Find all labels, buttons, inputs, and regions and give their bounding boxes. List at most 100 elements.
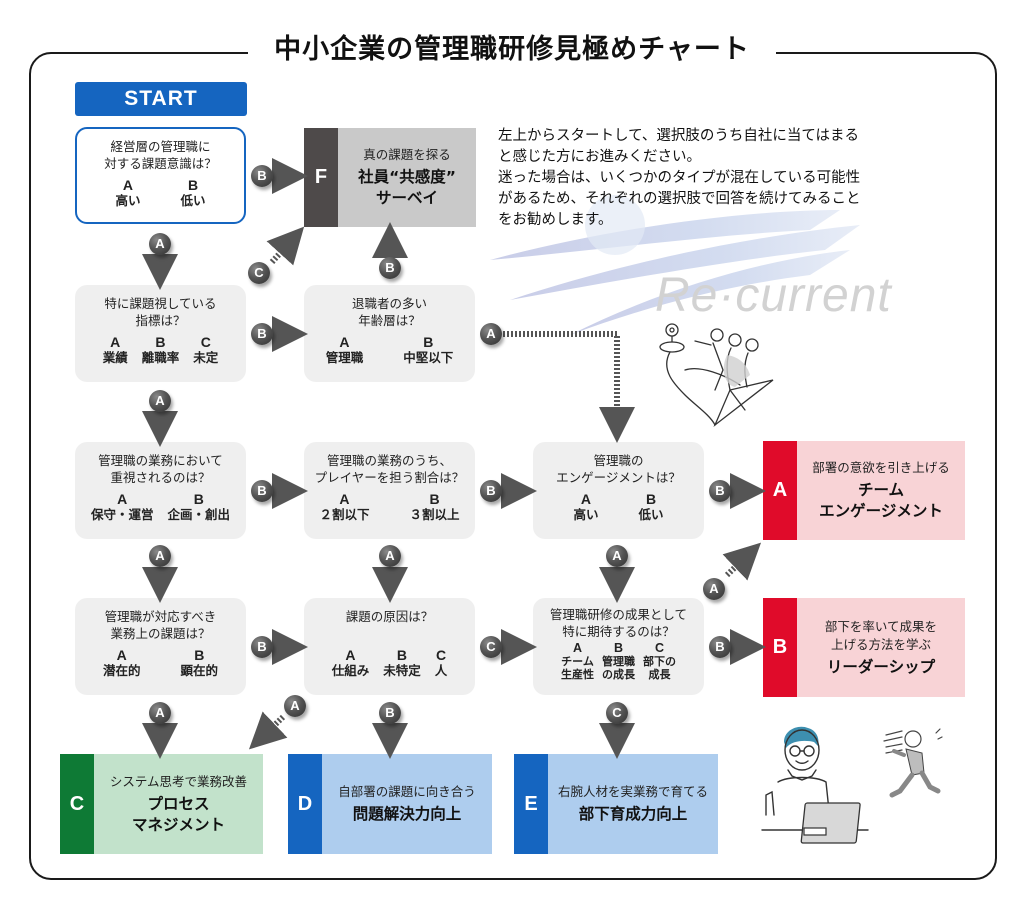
question-text	[304, 625, 475, 642]
question-text: 年齢層は？	[358, 313, 421, 328]
option-label: 管理職	[325, 350, 364, 365]
option-key: C	[654, 641, 665, 655]
badge-q8-a[interactable]: A	[284, 695, 306, 717]
result-subtitle: 部下を率いて成果を 上げる方法を学ぶ	[825, 618, 937, 654]
badge-q1-c[interactable]: C	[248, 262, 270, 284]
option-label: 顕在的	[180, 663, 219, 678]
result-key: C	[60, 754, 94, 854]
badge-q8-b[interactable]: B	[379, 702, 401, 724]
option-label: 未定	[193, 350, 219, 365]
result-subtitle: 真の課題を探る	[363, 147, 451, 162]
question-text: 対する課題意識は？	[104, 156, 217, 171]
start-label: START	[75, 82, 247, 116]
badge-q3-b[interactable]: B	[379, 257, 401, 279]
badge-q6-b[interactable]: B	[709, 480, 731, 502]
result-title-line: チーム	[857, 481, 905, 499]
badge-q9-a[interactable]: A	[703, 578, 725, 600]
logo-swoosh-icon	[490, 195, 860, 335]
result-title: 社員“共感度” サーベイ	[358, 167, 456, 209]
result-b: B 部下を率いて成果を 上げる方法を学ぶ リーダーシップ	[763, 598, 965, 697]
badge-q5-b[interactable]: B	[480, 480, 502, 502]
option-label: 離職率	[141, 350, 180, 365]
option-label: 未特定	[383, 663, 421, 678]
badge-q2-a[interactable]: A	[149, 390, 171, 412]
result-c: C システム思考で業務改善 プロセス マネジメント	[60, 754, 263, 854]
question-text: 業務上の課題は？	[110, 626, 211, 641]
badge-q9-c[interactable]: C	[606, 702, 628, 724]
option-key: B	[193, 491, 204, 507]
result-title: プロセス マネジメント	[132, 794, 225, 836]
question-text: プレイヤーを担う割合は？	[314, 470, 465, 485]
badge-q2-b[interactable]: B	[251, 323, 273, 345]
badge-q3-a[interactable]: A	[480, 323, 502, 345]
option-key: B	[155, 334, 166, 350]
result-subtitle: 自部署の課題に向き合う	[338, 784, 476, 799]
result-key: D	[288, 754, 322, 854]
question-text: 経営層の管理職に	[110, 139, 211, 154]
option-label: 保守・運営	[90, 507, 154, 522]
result-f: F 真の課題を探る 社員“共感度” サーベイ	[304, 128, 476, 227]
option-label: 仕組み	[331, 663, 370, 678]
option-label: ２割以下	[319, 507, 370, 522]
option-key: B	[613, 641, 624, 655]
option-key: A	[117, 491, 128, 507]
badge-q5-a[interactable]: A	[379, 545, 401, 567]
result-key: E	[514, 754, 548, 854]
badge-q4-b[interactable]: B	[251, 480, 273, 502]
question-text: 管理職研修の成果として	[549, 607, 688, 622]
badge-q1-a[interactable]: A	[149, 233, 171, 255]
intro-line: 迷った場合は、いくつかのタイプが混在している可能性	[498, 170, 861, 186]
intro-line: と感じた方にお進みください。	[498, 149, 701, 165]
question-text: 退職者の多い	[351, 296, 427, 311]
badge-q8-c[interactable]: C	[480, 636, 502, 658]
badge-q7-b[interactable]: B	[251, 636, 273, 658]
option-key: C	[435, 647, 447, 663]
option-key: A	[116, 647, 127, 663]
option-key: A	[110, 334, 121, 350]
question-text: 指標は？	[135, 313, 186, 328]
result-a: A 部署の意欲を引き上げる チーム エンゲージメント	[763, 441, 965, 540]
result-title: 問題解決力向上	[352, 805, 462, 823]
question-text: 特に課題視している	[104, 296, 217, 311]
option-key: A	[580, 491, 592, 507]
result-title: 部下育成力向上	[578, 805, 688, 823]
option-label: 潜在的	[102, 663, 141, 678]
option-key: B	[396, 647, 408, 663]
result-subtitle-line: 部下を率いて成果を	[824, 618, 938, 634]
option-key: A	[345, 647, 356, 663]
badge-q9-b[interactable]: B	[709, 636, 731, 658]
badge-q4-a[interactable]: A	[149, 545, 171, 567]
result-title: リーダーシップ	[826, 657, 936, 676]
result-title-line: サーベイ	[375, 189, 438, 207]
option-key: A	[122, 177, 134, 193]
badge-q1-b[interactable]: B	[251, 165, 273, 187]
badge-q6-a[interactable]: A	[606, 545, 628, 567]
question-text: 特に期待するのは？	[562, 624, 675, 639]
badge-q7-a[interactable]: A	[149, 702, 171, 724]
